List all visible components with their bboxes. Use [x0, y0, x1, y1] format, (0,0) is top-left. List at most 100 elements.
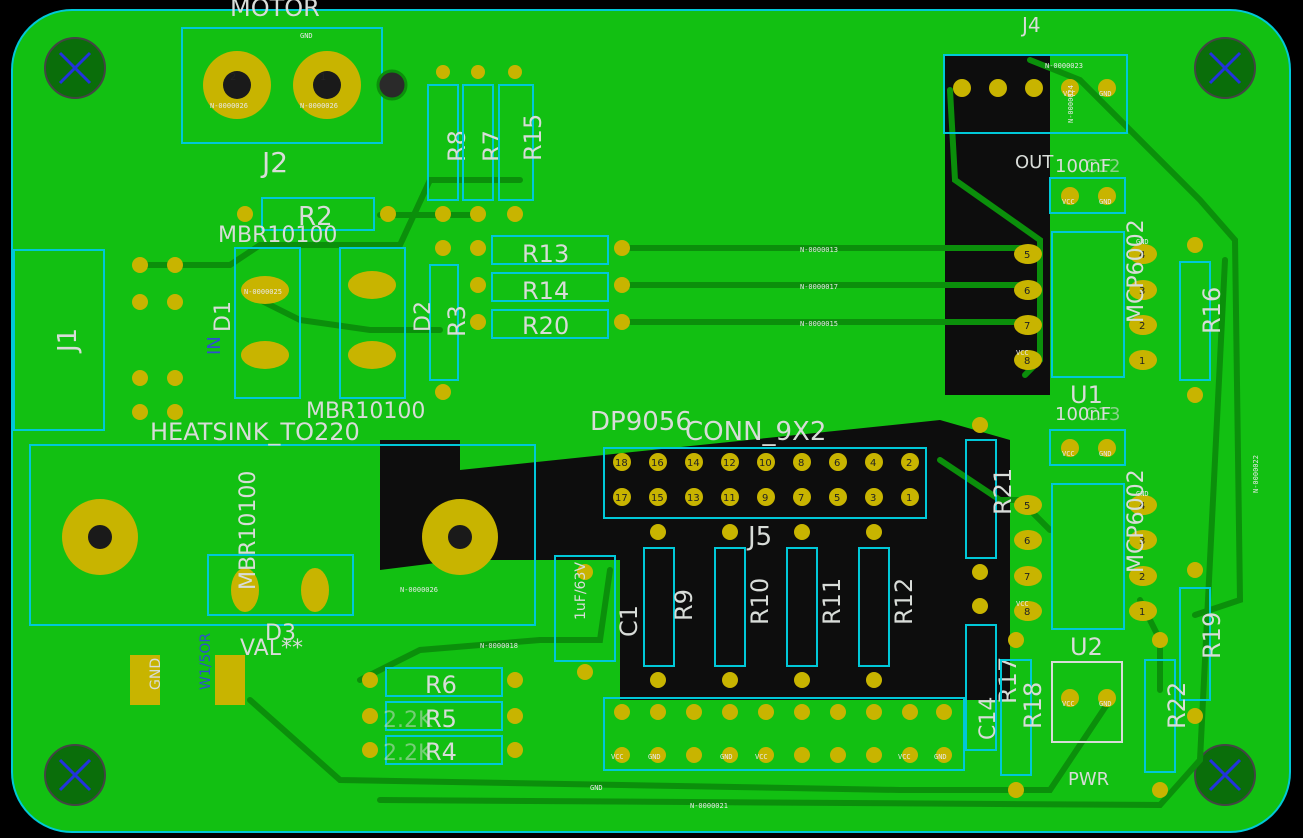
j5-label: J5	[746, 522, 772, 552]
r17: R17	[965, 598, 1022, 751]
j4: VCC GND	[943, 54, 1128, 134]
svg-text:13: 13	[687, 493, 700, 504]
svg-text:R14: R14	[522, 277, 569, 305]
svg-text:4: 4	[870, 458, 876, 469]
c13-label: C13	[1085, 404, 1120, 425]
svg-text:2.2K: 2.2K	[383, 741, 433, 766]
net-n24-label: N-0000024	[1067, 85, 1075, 123]
svg-text:3: 3	[1139, 286, 1145, 297]
svg-text:8: 8	[1024, 356, 1030, 367]
j2-net-2: N-0000026	[300, 102, 338, 110]
r8: R8	[427, 65, 471, 222]
svg-text:R7: R7	[478, 130, 506, 162]
in-label: IN	[204, 336, 225, 355]
gnd-bottom-label: GND	[590, 784, 603, 792]
svg-text:6: 6	[1024, 536, 1030, 547]
conn-label: CONN_9X2	[685, 417, 826, 447]
svg-text:VCC: VCC	[898, 753, 911, 761]
svg-text:R12: R12	[890, 578, 918, 625]
r2: R2	[237, 197, 396, 232]
svg-text:GND: GND	[148, 658, 164, 690]
c12-value: 100nF	[1055, 156, 1111, 177]
svg-text:GND: GND	[934, 753, 947, 761]
r15: R15	[498, 65, 547, 222]
svg-text:5: 5	[1024, 501, 1030, 512]
svg-text:6: 6	[1024, 286, 1030, 297]
net-n13-label: N-0000013	[800, 246, 838, 254]
j1-outline	[13, 249, 105, 431]
svg-text:VCC: VCC	[611, 753, 624, 761]
svg-text:MCP6002: MCP6002	[1124, 469, 1149, 573]
svg-text:GND: GND	[720, 753, 733, 761]
svg-text:GND: GND	[1099, 450, 1112, 458]
svg-text:4: 4	[1139, 501, 1145, 512]
r22: R22	[1144, 632, 1191, 798]
d2: D2	[339, 247, 436, 399]
svg-text:1uF/63V: 1uF/63V	[573, 562, 589, 620]
svg-text:2: 2	[1139, 572, 1145, 583]
d1: D1 N-0000025	[211, 247, 301, 399]
svg-text:R11: R11	[818, 578, 846, 625]
svg-text:R19: R19	[1198, 612, 1226, 659]
r3: R3	[429, 264, 471, 400]
svg-text:R21: R21	[989, 468, 1017, 515]
svg-text:D1: D1	[211, 301, 236, 332]
w1: GND W1/5OR	[130, 633, 245, 705]
svg-text:VCC: VCC	[1062, 198, 1075, 206]
motor-label: MOTOR	[230, 0, 320, 22]
svg-text:12: 12	[723, 458, 736, 469]
j2-pad-1: 1	[293, 51, 361, 119]
svg-text:8: 8	[1024, 607, 1030, 618]
r12: R12	[858, 524, 918, 688]
svg-text:C1: C1	[615, 605, 643, 637]
svg-text:16: 16	[651, 458, 664, 469]
net-n17-label: N-0000017	[800, 283, 838, 291]
svg-text:R2: R2	[298, 202, 333, 232]
svg-text:MCP6002: MCP6002	[1124, 219, 1149, 323]
c12-label: C12	[1085, 156, 1120, 177]
diode-pad-block	[132, 257, 183, 420]
d3: D3	[207, 554, 354, 646]
svg-text:VCC: VCC	[1063, 90, 1076, 98]
pwr-label: PWR	[1068, 769, 1109, 790]
mounting-hole-tl	[44, 37, 106, 99]
svg-text:10: 10	[759, 458, 772, 469]
svg-text:2: 2	[230, 72, 236, 83]
mbr-left-label: MBR10100	[236, 471, 261, 590]
svg-text:5: 5	[1024, 250, 1030, 261]
svg-text:GND: GND	[1099, 90, 1112, 98]
heatsink-label: HEATSINK_TO220	[150, 418, 360, 446]
svg-text:VCC: VCC	[755, 753, 768, 761]
svg-text:R8: R8	[443, 130, 471, 162]
svg-text:R20: R20	[522, 312, 569, 340]
svg-text:R13: R13	[522, 240, 569, 268]
mounting-hole-bl	[44, 744, 106, 806]
svg-text:GND: GND	[1136, 238, 1149, 246]
r11: R11	[786, 524, 846, 688]
dp9056-label: DP9056	[590, 407, 692, 437]
svg-text:R3: R3	[443, 305, 471, 337]
r21: R21	[965, 417, 1017, 580]
net-n23-label: N-0000023	[1045, 62, 1083, 70]
c14-label: C14	[976, 697, 1001, 740]
j2-pad-2: 2	[203, 51, 271, 119]
svg-text:6: 6	[834, 458, 840, 469]
svg-text:R16: R16	[1198, 287, 1226, 334]
j2-net-1: N-0000026	[210, 102, 248, 110]
svg-text:2.2K: 2.2K	[383, 708, 433, 733]
j2-label: J2	[260, 146, 288, 179]
net-n26-lower: N-0000026	[400, 586, 438, 594]
svg-text:R15: R15	[519, 114, 547, 161]
mbr-mid-label: MBR10100	[306, 399, 425, 424]
net-n21-label: N-0000021	[690, 802, 728, 810]
svg-text:VCC: VCC	[1016, 600, 1029, 608]
svg-text:1: 1	[906, 493, 912, 504]
j2-gnd-label: GND	[300, 32, 313, 40]
